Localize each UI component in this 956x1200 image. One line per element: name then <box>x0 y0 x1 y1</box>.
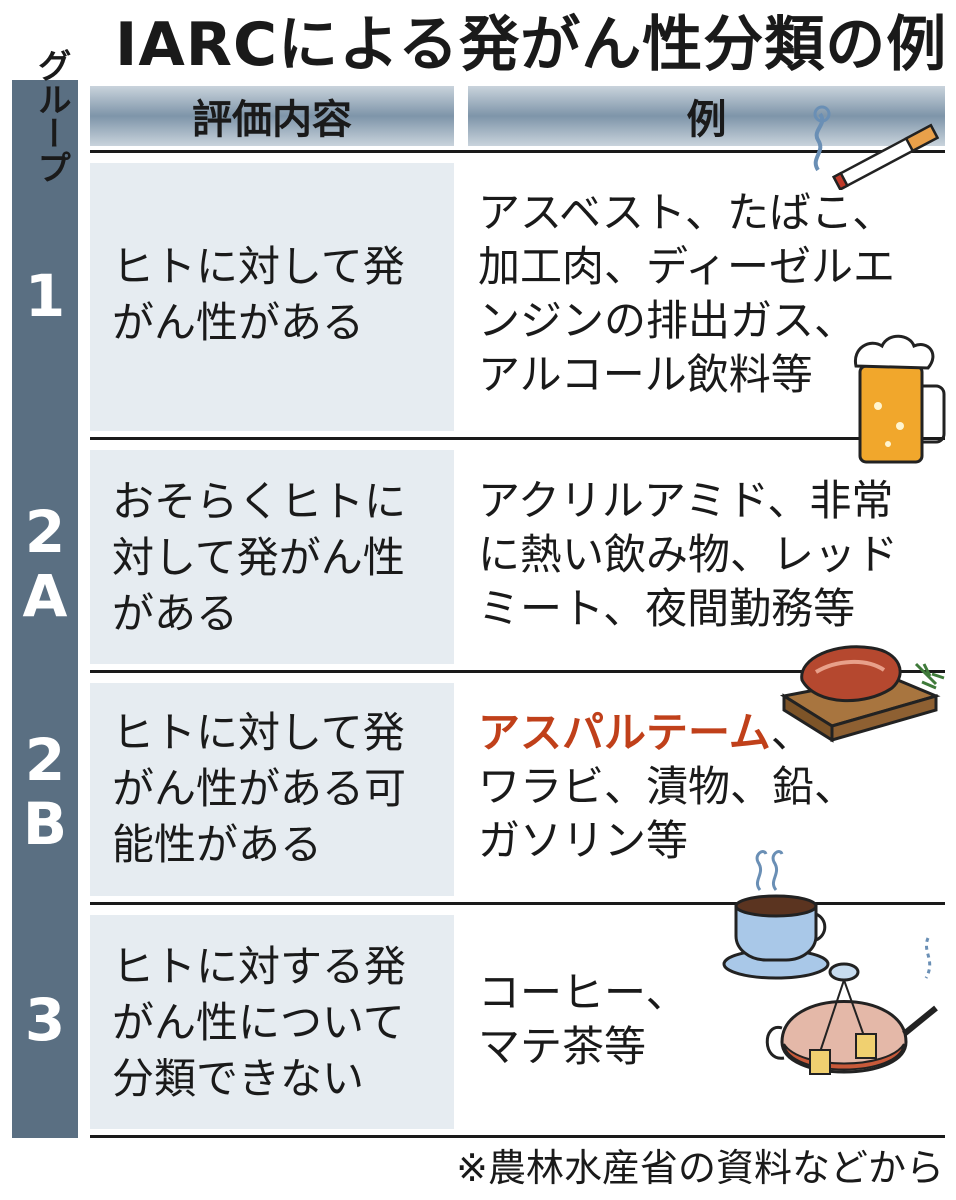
cigarette-icon <box>813 105 940 190</box>
row-divider <box>90 437 945 440</box>
table-row: ヒトに対して発 がん性がある <box>90 163 454 431</box>
coffee-cup-icon <box>722 850 830 980</box>
beer-mug-icon <box>853 334 946 464</box>
footnote: ※農林水産省の資料などから <box>456 1146 944 1190</box>
group-number: 2 B <box>22 726 68 858</box>
evaluation-text: ヒトに対する発 がん性について 分類できない <box>112 942 407 1103</box>
evaluation-text: ヒトに対して発 がん性がある <box>112 242 405 347</box>
group-number: 3 <box>24 986 66 1054</box>
row-divider <box>90 150 945 153</box>
examples-text: アクリルアミド、非常 に熱い飲み物、レッド ミート、夜間勤務等 <box>478 476 899 633</box>
group-header: グループ <box>12 48 78 208</box>
evaluation-header: 評価内容 <box>90 86 454 146</box>
page-title: IARCによる発がん性分類の例 <box>115 10 948 80</box>
examples-text: ワラビ、漬物、鉛、 ガソリン等 <box>478 762 857 865</box>
row-divider <box>90 670 945 673</box>
highlight-aspartame: アスパルテーム <box>478 708 771 757</box>
table-row: ヒトに対する発 がん性について 分類できない <box>90 915 454 1129</box>
group-number: 2 A <box>22 498 68 630</box>
evaluation-text: ヒトに対して発 がん性がある可 能性がある <box>112 708 407 869</box>
table-row: おそらくヒトに 対して発がん性 がある <box>90 450 454 664</box>
group-header-label: グループ <box>31 48 71 184</box>
example-header: 例 <box>468 86 945 146</box>
examples-text: コーヒー、 マテ茶等 <box>478 968 688 1071</box>
row-divider <box>90 902 945 905</box>
teapot-icon <box>765 937 938 1075</box>
group-column <box>12 80 78 1138</box>
examples-first-line: アスパルテーム、 <box>478 708 813 757</box>
evaluation-text: おそらくヒトに 対して発がん性 がある <box>112 477 407 638</box>
table-row: ヒトに対して発 がん性がある可 能性がある <box>90 683 454 896</box>
row-divider <box>90 1135 945 1138</box>
steak-icon <box>779 645 945 743</box>
examples-text: アスベスト、たばこ、 加工肉、ディーゼルエ ンジンの排出ガス、 アルコール飲料等 <box>478 188 896 399</box>
group-number: 1 <box>24 262 66 330</box>
